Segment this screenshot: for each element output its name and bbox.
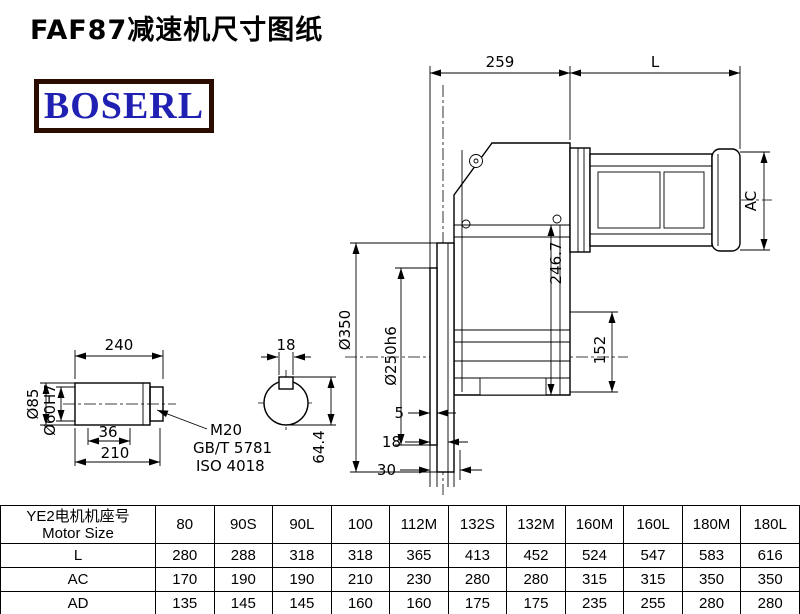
dimension-drawing: 259 L AC 246.7 Ø350 Ø250h6 152 5 18 30 2… (24, 53, 772, 495)
cell-L-2: 318 (272, 543, 332, 568)
cell-AC-7: 315 (564, 567, 625, 592)
row-label-L: L (0, 543, 156, 568)
cell-AD-0: 135 (155, 591, 215, 614)
cell-AD-9: 280 (681, 591, 742, 614)
cell-L-6: 452 (506, 543, 566, 568)
cell-AC-5: 280 (447, 567, 508, 592)
motor-size-table: YE2电机机座号 Motor Size 80 90S 90L 100 112M … (0, 505, 800, 614)
label-iso-std: ISO 4018 (196, 457, 265, 475)
label-m20: M20 (210, 421, 242, 439)
cell-L-5: 413 (447, 543, 508, 568)
table-row-AD: AD 135 145 145 160 160 175 175 235 255 2… (0, 591, 800, 614)
dim-60h7: Ø60H7 (41, 384, 59, 436)
motor-size-header: YE2电机机座号 Motor Size (0, 505, 156, 544)
size-col-90l: 90L (272, 505, 332, 544)
cell-AD-10: 280 (740, 591, 800, 614)
boserl-logo-text: BOSERL (43, 85, 205, 127)
shaft-detail-view (40, 350, 208, 466)
cell-L-10: 616 (740, 543, 800, 568)
cell-AC-9: 350 (681, 567, 742, 592)
dim-AC: AC (742, 191, 760, 211)
size-col-180l: 180L (740, 505, 800, 544)
dim-85: Ø85 (24, 389, 42, 420)
motor-size-header-en: Motor Size (42, 524, 114, 542)
cell-AD-6: 175 (506, 591, 566, 614)
dim-210: 210 (101, 444, 130, 462)
size-col-80: 80 (155, 505, 215, 544)
boserl-logo: BOSERL (34, 79, 214, 133)
dim-350: Ø350 (336, 310, 354, 350)
dim-18-offset: 18 (382, 433, 401, 451)
cell-AC-2: 190 (272, 567, 332, 592)
dim-246-7: 246.7 (547, 242, 565, 285)
dimension-labels: 259 L AC 246.7 Ø350 Ø250h6 152 5 18 30 2… (24, 53, 760, 479)
cell-AD-8: 255 (623, 591, 683, 614)
motor-size-header-cn: YE2电机机座号 (26, 507, 130, 525)
dim-259: 259 (486, 53, 515, 71)
size-col-90s: 90S (213, 505, 274, 544)
size-col-112m: 112M (389, 505, 449, 544)
cell-L-4: 365 (389, 543, 449, 568)
table-row-L: L 280 288 318 318 365 413 452 524 547 58… (0, 543, 800, 568)
cell-L-9: 583 (681, 543, 742, 568)
dim-18-key: 18 (276, 336, 295, 354)
shaft-cross-section-view (258, 352, 336, 431)
cell-AC-6: 280 (506, 567, 566, 592)
size-col-132m: 132M (506, 505, 566, 544)
dim-5: 5 (394, 404, 404, 422)
table-row-AC: AC 170 190 190 210 230 280 280 315 315 3… (0, 567, 800, 592)
cell-L-8: 547 (623, 543, 683, 568)
cell-AC-0: 170 (155, 567, 215, 592)
cell-AC-8: 315 (623, 567, 683, 592)
label-gb-std: GB/T 5781 (193, 439, 272, 457)
cell-AC-4: 230 (389, 567, 449, 592)
cell-L-0: 280 (155, 543, 215, 568)
cell-L-3: 318 (330, 543, 391, 568)
dim-36: 36 (98, 423, 117, 441)
page-title: FAF87减速机尺寸图纸 (30, 15, 324, 46)
size-col-132s: 132S (447, 505, 508, 544)
cell-AD-4: 160 (389, 591, 449, 614)
cell-L-7: 524 (564, 543, 625, 568)
dim-30: 30 (377, 461, 396, 479)
cell-AD-3: 160 (330, 591, 391, 614)
cell-AC-3: 210 (330, 567, 391, 592)
cell-L-1: 288 (213, 543, 274, 568)
dim-240: 240 (105, 336, 134, 354)
gearbox-main-view (345, 85, 772, 495)
row-label-AD: AD (0, 591, 156, 614)
dim-64-4: 64.4 (310, 430, 328, 463)
dim-L: L (651, 53, 660, 71)
motor-view (569, 147, 741, 253)
table-header-row: YE2电机机座号 Motor Size 80 90S 90L 100 112M … (0, 505, 800, 544)
main-dimension-lines (350, 66, 770, 474)
cell-AD-7: 235 (564, 591, 625, 614)
dim-152: 152 (591, 336, 609, 365)
cell-AD-1: 145 (213, 591, 274, 614)
cell-AD-5: 175 (447, 591, 508, 614)
size-col-180m: 180M (681, 505, 742, 544)
row-label-AC: AC (0, 567, 156, 592)
size-col-160l: 160L (623, 505, 683, 544)
cell-AD-2: 145 (272, 591, 332, 614)
size-col-100: 100 (330, 505, 391, 544)
cell-AC-10: 350 (740, 567, 800, 592)
size-col-160m: 160M (564, 505, 625, 544)
cell-AC-1: 190 (213, 567, 274, 592)
dim-250h6: Ø250h6 (382, 326, 400, 386)
